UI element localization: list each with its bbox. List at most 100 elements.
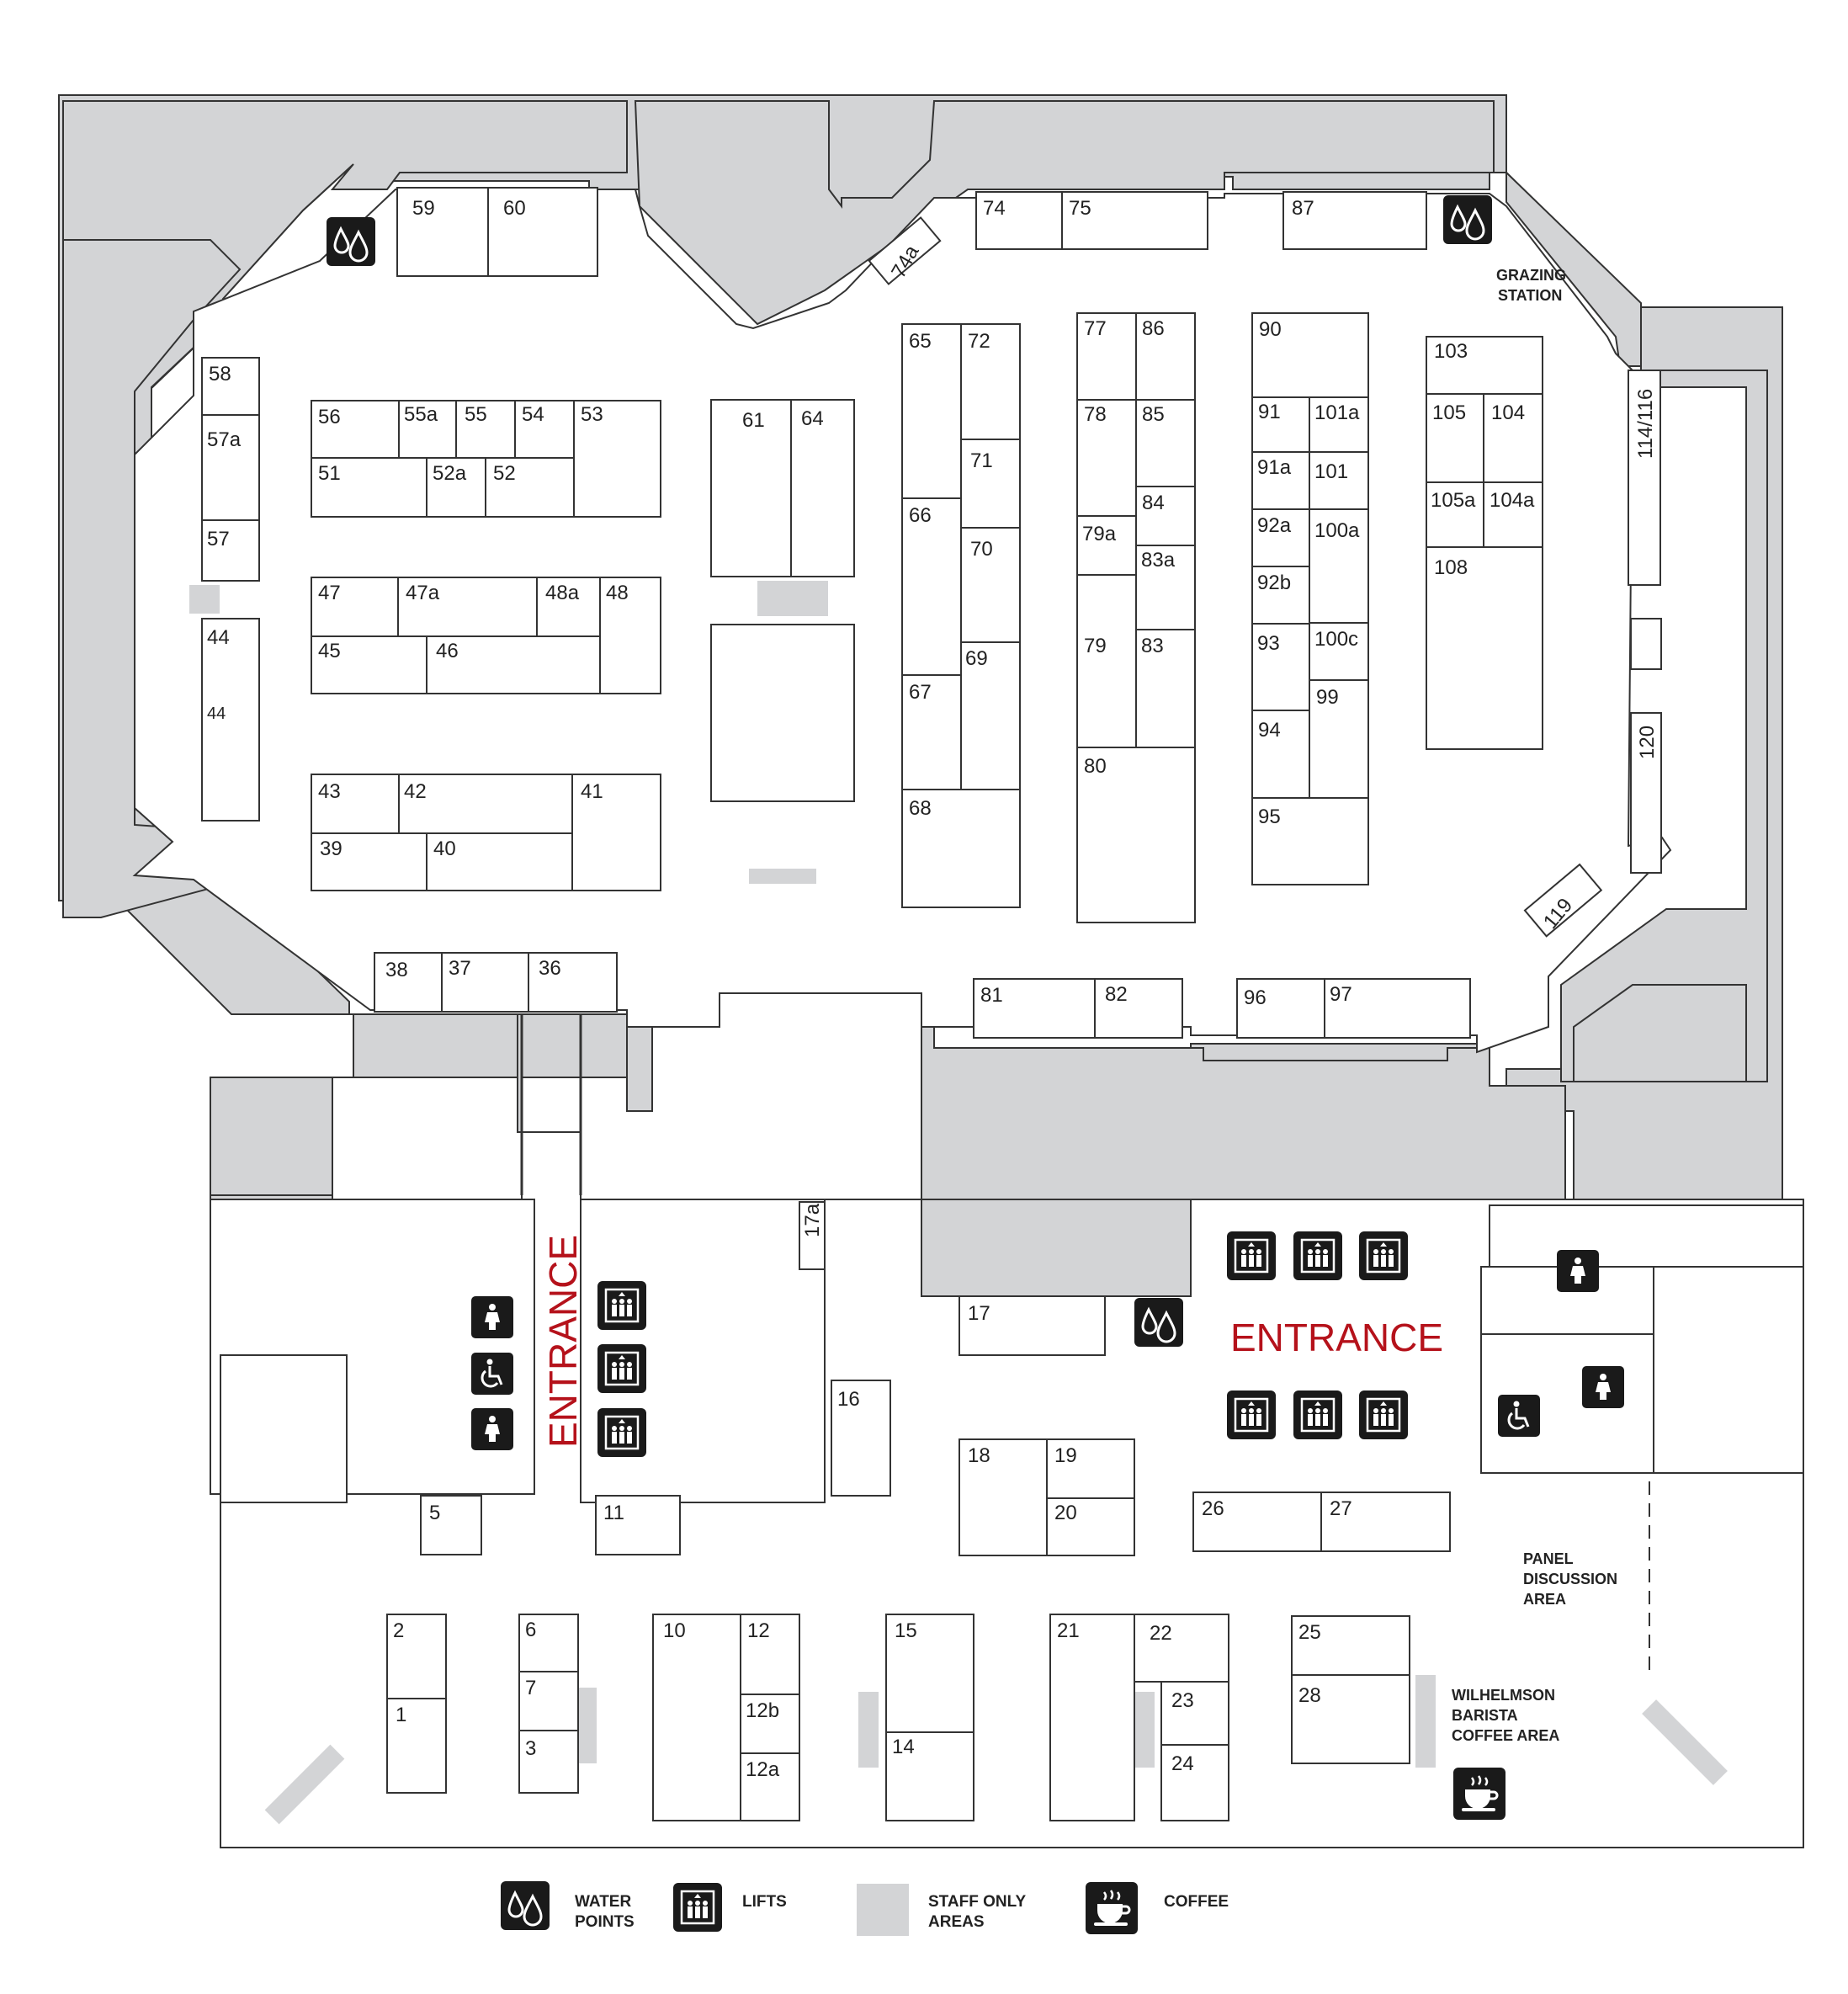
- booth-55a: [398, 400, 457, 459]
- booth-94: [1251, 710, 1310, 799]
- booth-label: 105a: [1431, 489, 1476, 512]
- booth-label: 75: [1069, 197, 1091, 220]
- booth-label: 48: [606, 582, 629, 604]
- booth-label: 94: [1258, 719, 1281, 742]
- booth-label: 61: [742, 409, 765, 432]
- booth-67: [901, 674, 962, 790]
- booth-label: 26: [1202, 1497, 1224, 1520]
- booth-label: 23: [1171, 1689, 1194, 1712]
- booth-label: 97: [1330, 983, 1352, 1006]
- booth-label: 77: [1084, 317, 1107, 340]
- booth-label: 67: [909, 681, 932, 704]
- booth-91: [1251, 396, 1310, 453]
- booth-105: [1426, 393, 1484, 483]
- booth-12: [740, 1614, 800, 1695]
- booth-label: 25: [1298, 1621, 1321, 1644]
- panel-discussion-label: PANEL: [1523, 1550, 1574, 1567]
- booth-74a: [868, 216, 942, 285]
- booth-label: 101: [1314, 460, 1348, 483]
- booth-17: [959, 1295, 1106, 1356]
- booth-40: [426, 832, 573, 891]
- booth-label: 70: [970, 538, 993, 561]
- booth-2: [386, 1614, 447, 1699]
- booth-23: [1160, 1681, 1229, 1746]
- toilet-icon: [471, 1408, 513, 1450]
- lift-icon: [596, 1279, 648, 1332]
- booth-52a: [426, 457, 486, 518]
- toilet-icon: [1557, 1250, 1599, 1292]
- booth-label: 84: [1142, 492, 1165, 514]
- booth-label: 40: [433, 837, 456, 860]
- booth-label: 51: [318, 462, 341, 485]
- booth-86: [1135, 312, 1196, 401]
- booth-label: 96: [1244, 986, 1267, 1009]
- booth-label: 42: [404, 780, 427, 803]
- booth-label: 39: [320, 837, 343, 860]
- booth-57: [201, 519, 260, 582]
- staff-only-swatch: [857, 1884, 909, 1936]
- lift-icon: [1357, 1230, 1410, 1282]
- booth-22: [1134, 1614, 1229, 1683]
- booth-label: 36: [539, 957, 561, 980]
- booth-label: 78: [1084, 403, 1107, 426]
- booth-label: 90: [1259, 318, 1282, 341]
- booth-48: [599, 577, 661, 694]
- booth-label: 28: [1298, 1684, 1321, 1707]
- lift-icon: [596, 1406, 648, 1459]
- coffee-cup-icon: [1452, 1766, 1507, 1821]
- booth-label: 6: [525, 1619, 536, 1641]
- booth-label: 52: [493, 462, 516, 485]
- booth-18: [959, 1438, 1048, 1556]
- booth-100a: [1309, 508, 1369, 624]
- booth-label: 93: [1257, 632, 1280, 655]
- booth-51: [311, 457, 427, 518]
- booth-70: [960, 527, 1021, 643]
- barista-coffee-label: BARISTA: [1452, 1707, 1518, 1724]
- accessible-toilet-icon: [1496, 1393, 1542, 1438]
- booth-label: 71: [970, 449, 993, 472]
- booth-46: [426, 635, 601, 694]
- booth-label: 95: [1258, 806, 1281, 828]
- booth-label: 101a: [1314, 401, 1360, 424]
- entrance-label-west: ENTRANCE: [541, 1235, 585, 1448]
- booth-label: 16: [837, 1388, 860, 1411]
- booth-14: [885, 1731, 974, 1821]
- area-labels: GRAZING STATION PANEL DISCUSSION AREA WI…: [541, 267, 1617, 1744]
- booth-92a: [1251, 508, 1310, 567]
- coffee-cup-icon: [1084, 1880, 1139, 1936]
- booth-74: [975, 191, 1063, 250]
- booth-label: 100c: [1314, 628, 1358, 651]
- booth-label: 103: [1434, 340, 1468, 363]
- booth-119: [1523, 863, 1603, 938]
- booth-label: 64: [801, 407, 824, 430]
- booth-3: [518, 1730, 579, 1794]
- booth-24: [1160, 1744, 1229, 1821]
- panel-discussion-label: AREA: [1523, 1591, 1566, 1608]
- booth-100c: [1309, 622, 1369, 681]
- booth-101a: [1309, 396, 1369, 453]
- booth-label: 55a: [404, 403, 438, 426]
- booth-label: 83: [1141, 635, 1164, 657]
- booth-10: [652, 1614, 741, 1821]
- legend-water-label: WATER: [575, 1893, 631, 1911]
- booth-87: [1282, 191, 1427, 250]
- booth-label: 74: [983, 197, 1006, 220]
- booth-114-116: [1628, 370, 1661, 586]
- booth-label: 12: [747, 1619, 770, 1642]
- booth-label: 65: [909, 330, 932, 353]
- booth-82: [1094, 978, 1183, 1039]
- lift-icon: [596, 1343, 648, 1395]
- booth-93: [1251, 623, 1310, 711]
- booth-44-group: [201, 618, 260, 822]
- booth-label: 5: [429, 1502, 440, 1524]
- legend-staff-label: AREAS: [928, 1913, 985, 1931]
- water-drops-icon: [325, 215, 377, 268]
- lift-icon: [1292, 1389, 1344, 1441]
- booth-96: [1236, 978, 1325, 1039]
- panel-discussion-label: DISCUSSION: [1523, 1571, 1617, 1587]
- booth-62: [710, 624, 855, 802]
- booth-90: [1251, 312, 1369, 398]
- booth-92b: [1251, 566, 1310, 625]
- booth-19: [1046, 1438, 1135, 1499]
- booth-label: 18: [968, 1444, 990, 1467]
